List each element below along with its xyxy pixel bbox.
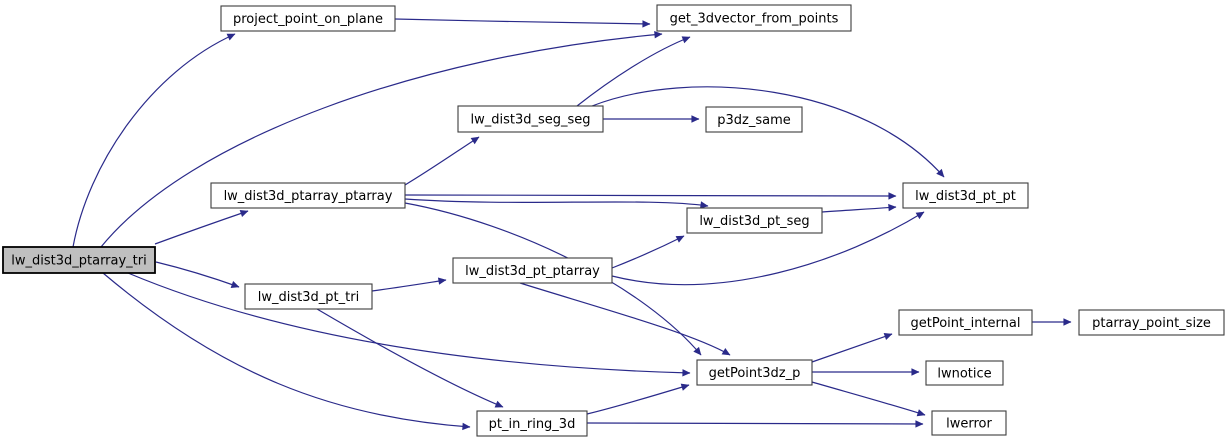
edge-getpoint3dz-p-to-lwerror [811,381,926,417]
node-label: getPoint3dz_p [709,366,801,381]
node-label: ptarray_point_size [1092,316,1211,331]
node-label: project_point_on_plane [233,12,383,27]
edge-lw-dist3d-seg-seg-to-get-3dvector-from-points [576,36,691,107]
node-box [902,182,1029,209]
node-lwerror[interactable]: lwerror [931,410,1007,436]
node-box [898,309,1033,336]
node-lw-dist3d-pt-seg[interactable]: lw_dist3d_pt_seg [686,207,823,234]
node-lw-dist3d-pt-tri[interactable]: lw_dist3d_pt_tri [244,283,373,310]
edge-lw-dist3d-ptarray-ptarray-to-lw-dist3d-pt-pt [404,192,897,200]
node-box [705,106,803,133]
node-box [656,4,852,32]
node-box [244,283,373,310]
node-box [1078,309,1225,336]
node-lw-dist3d-ptarray-tri[interactable]: lw_dist3d_ptarray_tri [2,246,156,274]
edge-lw-dist3d-pt-ptarray-to-getpoint3dz-p [519,282,731,356]
node-box [452,257,613,284]
node-label: lw_dist3d_ptarray_tri [11,254,147,269]
node-label: getPoint_internal [910,316,1020,331]
node-label: lw_dist3d_pt_seg [699,214,809,229]
node-label: lwerror [946,417,992,432]
node-box [220,5,396,32]
edge-lw-dist3d-pt-seg-to-lw-dist3d-pt-pt [821,203,897,213]
edge-lw-dist3d-ptarray-tri-to-lw-dist3d-pt-tri [155,261,240,288]
node-label: lw_dist3d_pt_tri [258,290,359,305]
edge-pt-in-ring-3d-to-getpoint3dz-p [586,383,690,415]
node-label: pt_in_ring_3d [489,417,576,432]
edge-lw-dist3d-pt-tri-to-lw-dist3d-pt-ptarray [371,277,447,292]
node-box [2,246,156,274]
node-box [476,410,588,437]
node-project-point-on-plane[interactable]: project_point_on_plane [220,5,396,32]
edge-lw-dist3d-ptarray-tri-to-getpoint3dz-p [127,272,691,377]
edge-lw-dist3d-ptarray-tri-to-get-3dvector-from-points [100,31,663,248]
node-getpoint3dz-p[interactable]: getPoint3dz_p [696,359,813,386]
node-label: get_3dvector_from_points [670,12,839,27]
edge-lw-dist3d-pt-ptarray-to-lw-dist3d-pt-pt [611,211,925,286]
node-p3dz-same[interactable]: p3dz_same [705,106,803,133]
node-ptarray-point-size[interactable]: ptarray_point_size [1078,309,1225,336]
node-box [925,360,1004,386]
node-label: lw_dist3d_ptarray_ptarray [224,189,393,204]
node-pt-in-ring-3d[interactable]: pt_in_ring_3d [476,410,588,437]
node-label: lw_dist3d_pt_pt [915,189,1016,204]
node-lw-dist3d-ptarray-ptarray[interactable]: lw_dist3d_ptarray_ptarray [210,182,406,209]
edge-getpoint3dz-p-to-getpoint-internal [811,332,893,363]
node-lw-dist3d-seg-seg[interactable]: lw_dist3d_seg_seg [457,105,604,133]
edge-lw-dist3d-ptarray-ptarray-to-lw-dist3d-seg-seg [404,136,480,186]
edge-lw-dist3d-ptarray-tri-to-lw-dist3d-ptarray-ptarray [154,209,249,245]
edge-lw-dist3d-ptarray-tri-to-project-point-on-plane [72,33,236,248]
edge-lw-dist3d-pt-ptarray-to-lw-dist3d-pt-seg [611,235,685,269]
node-label: lw_dist3d_pt_ptarray [465,264,600,279]
node-lw-dist3d-pt-pt[interactable]: lw_dist3d_pt_pt [902,182,1029,209]
node-box [696,359,813,386]
node-label: lwnotice [937,367,991,382]
edge-pt-in-ring-3d-to-lwerror [586,420,924,428]
edge-project-point-on-plane-to-get-3dvector-from-points [394,18,651,28]
node-get-3dvector-from-points[interactable]: get_3dvector_from_points [656,4,852,32]
node-getpoint-internal[interactable]: getPoint_internal [898,309,1033,336]
node-label: lw_dist3d_seg_seg [470,113,590,128]
node-lwnotice[interactable]: lwnotice [925,360,1004,386]
edge-lw-dist3d-pt-tri-to-pt-in-ring-3d [316,308,504,408]
node-label: p3dz_same [717,113,791,128]
edge-lw-dist3d-ptarray-tri-to-pt-in-ring-3d [102,272,471,431]
node-box [931,410,1007,436]
node-box [686,207,823,234]
node-lw-dist3d-pt-ptarray[interactable]: lw_dist3d_pt_ptarray [452,257,613,284]
edge-lw-dist3d-ptarray-ptarray-to-lw-dist3d-pt-seg [404,198,709,209]
node-box [210,182,406,209]
node-box [457,105,604,133]
edge-lw-dist3d-seg-seg-to-lw-dist3d-pt-pt [591,86,945,178]
